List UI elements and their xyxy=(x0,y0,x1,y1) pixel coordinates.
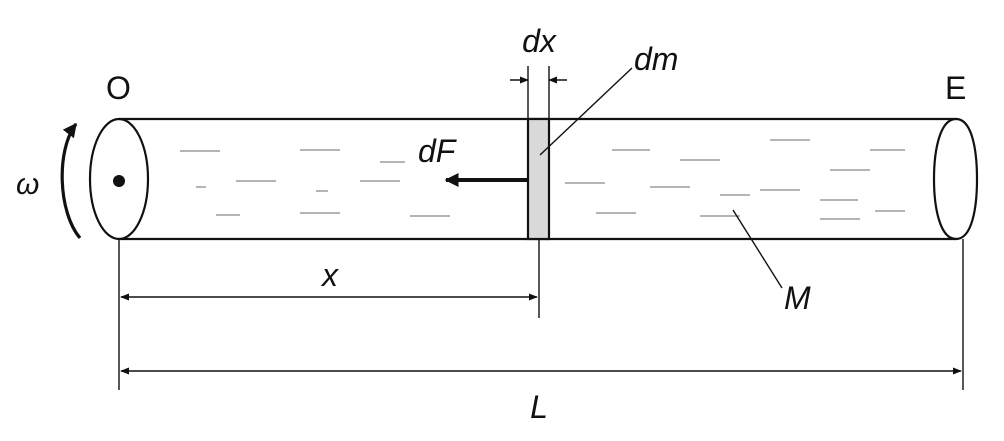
force-label: dF xyxy=(418,133,458,169)
x-dimension: x xyxy=(118,239,540,390)
dm-label: dm xyxy=(634,41,678,77)
rotation-arrow xyxy=(60,122,82,240)
rod-mass-label: M xyxy=(784,280,811,316)
end-label: E xyxy=(945,70,966,106)
l-dimension: L xyxy=(120,239,964,425)
origin-label: O xyxy=(106,70,131,106)
rod-hatching xyxy=(180,139,905,220)
mass-element-dm xyxy=(526,117,551,241)
rotation-axis-dot xyxy=(113,175,125,187)
x-label: x xyxy=(320,257,339,293)
rod-right-end xyxy=(932,117,979,241)
omega-label: ω xyxy=(16,168,39,201)
m-leader-line xyxy=(732,209,783,289)
dx-label: dx xyxy=(522,23,557,59)
dm-leader-line xyxy=(539,67,633,156)
dx-dimension: dx xyxy=(510,23,567,119)
l-label: L xyxy=(530,389,548,425)
